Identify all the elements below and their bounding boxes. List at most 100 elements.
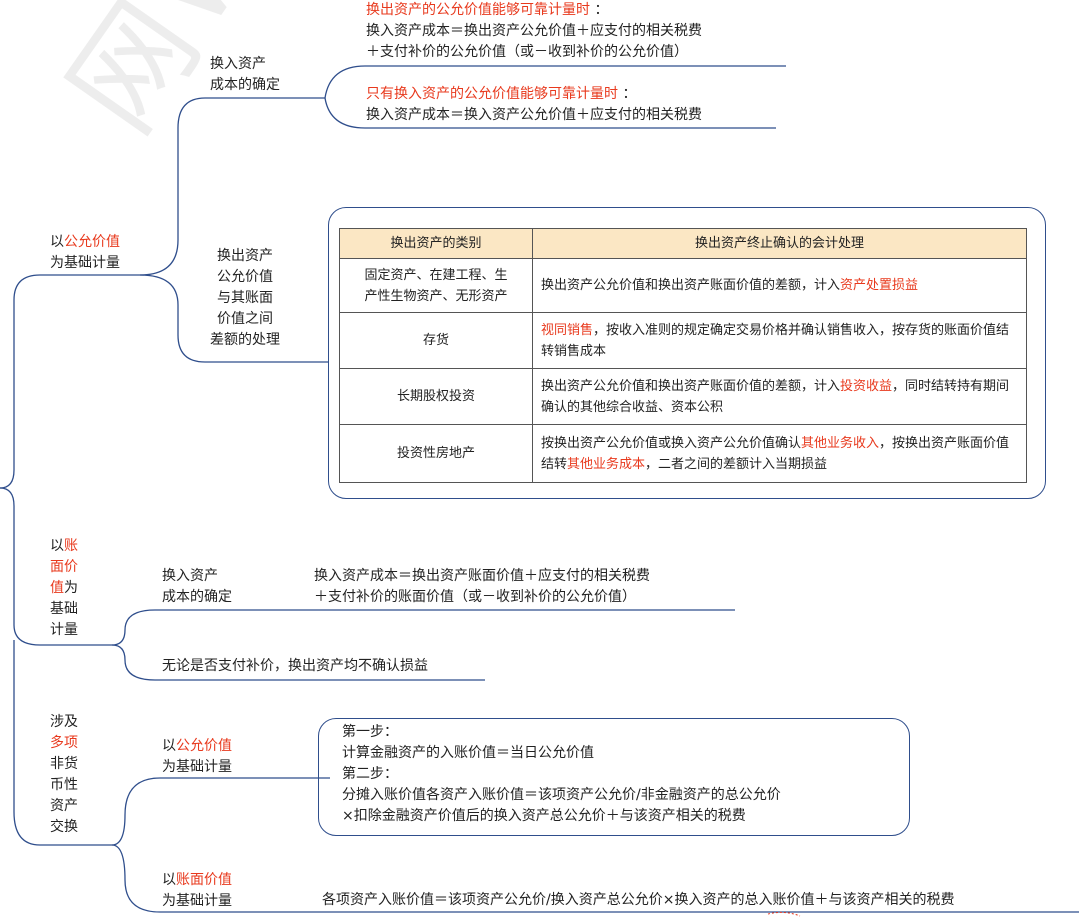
multi-asset-title: 涉及多项非货币性资产交换	[50, 712, 78, 838]
label-line: 换入资产	[210, 56, 266, 72]
steps-text: 第一步：计算金融资产的入账价值＝当日公允价值第二步：分摊入账价值各资产入账价值＝…	[342, 722, 781, 827]
treatment-text: 按换出资产公允价值或换入资产公允价值确认	[541, 435, 802, 451]
category-cell: 固定资产、在建工程、生产性生物资产、无形资产	[339, 258, 533, 313]
table-row: 存货 视同销售，按收入准则的规定确定交易价格并确认销售收入，按存货的账面价值结转销…	[339, 312, 1027, 369]
case1-title: 换出资产的公允价值能够可靠计量时	[366, 2, 590, 18]
case1-block: 换出资产的公允价值能够可靠计量时 ： 换入资产成本＝换出资产公允价值＋应支付的相…	[366, 0, 702, 63]
fv-cost-label: 换入资产 成本的确定	[210, 54, 280, 96]
label-highlight: 公允价值	[176, 738, 232, 754]
difference-table: 换出资产的类别 换出资产终止确认的会计处理 固定资产、在建工程、生产性生物资产、…	[339, 228, 1027, 483]
ma-bv-label: 以账面价值 为基础计量	[162, 870, 232, 912]
treatment-text: ，按收入准则的规定确定交易价格并确认销售收入，按存货的账面价值结转销售成本	[541, 322, 1010, 359]
root-trunk-bottom	[13, 640, 112, 846]
label-line: 成本的确定	[210, 77, 280, 93]
label-prefix: 以	[162, 872, 176, 888]
fv-to-cost	[139, 97, 325, 276]
title-highlight: 账	[64, 538, 78, 554]
table-header-row: 换出资产的类别 换出资产终止确认的会计处理	[339, 228, 1027, 259]
label-line: 为基础计量	[162, 759, 232, 775]
label-line: 成本的确定	[162, 589, 232, 605]
case2-formula: 换入资产成本＝换入资产公允价值＋应支付的相关税费	[366, 107, 702, 123]
case2-block: 只有换入资产的公允价值能够可靠计量时 ： 换入资产成本＝换入资产公允价值＋应支付…	[366, 84, 702, 126]
ma-to-bv	[111, 844, 1079, 913]
category-text: 长期股权投资	[396, 389, 475, 404]
formula-line2: ＋支付补价的账面价值（或－收到补价的公允价值）	[314, 589, 636, 605]
colon: ：	[622, 86, 637, 102]
highlight-term: 视同销售	[541, 322, 594, 338]
bv-no-gain-note: 无论是否支付补价，换出资产均不确认损益	[162, 658, 428, 674]
highlight-term: 其他业务收入	[801, 435, 880, 451]
treatment-cell: 视同销售，按收入准则的规定确定交易价格并确认销售收入，按存货的账面价值结转销售成…	[532, 312, 1027, 369]
title-suffix: 为基础计量	[50, 255, 120, 271]
label-line: 为基础计量	[162, 893, 232, 909]
category-text: 投资性房地产	[396, 446, 475, 461]
label-line: 换入资产	[162, 568, 218, 584]
label-prefix: 以	[162, 738, 176, 754]
treatment-cell: 换出资产公允价值和换出资产账面价值的差额，计入资产处置损益	[532, 258, 1027, 313]
title-text: 以	[50, 538, 64, 554]
title-highlight: 多项	[50, 735, 78, 751]
cost-case1	[324, 65, 786, 99]
label-line: 差额的处理	[210, 332, 280, 348]
table-row: 投资性房地产 按换出资产公允价值或换入资产公允价值确认其他业务收入，按换出资产账面…	[339, 424, 1027, 483]
category-cell: 投资性房地产	[339, 424, 533, 483]
treatment-text: ，同时结转持有期间确认的其他综合收益、资本公积	[541, 378, 1010, 415]
step-line: 第二步：	[342, 766, 398, 782]
bv-to-note	[111, 644, 485, 681]
root-trunk-lower	[0, 487, 112, 646]
label-line: 价值之间	[217, 311, 273, 327]
title-text: 资产	[50, 798, 78, 814]
step-line: ×扣除金融资产价值后的换入资产总公允价＋与该资产相关的税费	[342, 808, 746, 824]
table-row: 固定资产、在建工程、生产性生物资产、无形资产换出资产公允价值和换出资产账面价值的…	[339, 258, 1027, 313]
label-highlight: 账面价值	[176, 872, 232, 888]
title-text: 非货	[50, 756, 78, 772]
category-cell: 存货	[339, 312, 533, 369]
highlight-term: 资产处置损益	[840, 278, 919, 293]
category-text: 固定资产、在建工程、生	[364, 267, 508, 283]
bv-cost-label: 换入资产 成本的确定	[162, 566, 232, 608]
case2-title: 只有换入资产的公允价值能够可靠计量时	[366, 86, 618, 102]
title-highlight: 值	[50, 580, 64, 596]
treatment-cell: 换出资产公允价值和换出资产账面价值的差额，计入投资收益，同时结转持有期间确认的其…	[532, 368, 1027, 425]
highlight-term: 其他业务成本	[567, 456, 646, 472]
title-highlight: 公允价值	[64, 234, 120, 250]
formula-line1: 换入资产成本＝换出资产账面价值＋应支付的相关税费	[314, 568, 650, 584]
difference-table-box	[328, 207, 1046, 499]
category-text: 产性生物资产、无形资产	[364, 288, 508, 304]
step-line: 计算金融资产的入账价值＝当日公允价值	[342, 745, 594, 761]
title-text: 交换	[50, 819, 78, 835]
title-highlight: 面价	[50, 559, 78, 575]
bv-cost-formula: 换入资产成本＝换出资产账面价值＋应支付的相关税费 ＋支付补价的账面价值（或－收到…	[314, 566, 650, 608]
label-line: 与其账面	[217, 290, 273, 306]
cost-case2	[324, 97, 776, 129]
treatment-text: 换出资产公允价值和换出资产账面价值的差额，计入	[541, 278, 841, 293]
highlight-term: 投资收益	[840, 378, 893, 394]
steps-box	[318, 718, 910, 836]
treatment-text: 换出资产公允价值和换出资产账面价值的差额，计入	[541, 378, 841, 394]
fv-diff-label: 换出资产公允价值与其账面价值之间差额的处理	[210, 246, 280, 351]
ma-bv-formula: 各项资产入账价值＝该项资产公允价/换入资产总公允价×换入资产的总入账价值＋与该资…	[322, 892, 955, 908]
ma-fv-label: 以公允价值 为基础计量	[162, 736, 232, 778]
header-treatment: 换出资产终止确认的会计处理	[532, 228, 1027, 259]
title-text: 为	[64, 580, 78, 596]
header-category: 换出资产的类别	[339, 228, 533, 259]
title-prefix: 以	[50, 234, 64, 250]
root-trunk	[0, 274, 140, 489]
ma-to-fv	[111, 777, 330, 846]
label-line: 换出资产	[217, 248, 273, 264]
bv-to-cost	[111, 609, 735, 646]
step-line: 分摊入账价值各资产入账价值＝该项资产公允价/非金融资产的总公允价	[342, 787, 781, 803]
title-text: 计量	[50, 622, 78, 638]
title-text: 涉及	[50, 714, 78, 730]
colon: ：	[594, 2, 609, 18]
category-text: 存货	[422, 333, 449, 348]
dotted-accent	[767, 911, 801, 917]
treatment-cell: 按换出资产公允价值或换入资产公允价值确认其他业务收入，按换出资产账面价值结转其他…	[532, 424, 1027, 483]
title-text: 基础	[50, 601, 78, 617]
fair-value-title: 以公允价值 为基础计量	[50, 232, 120, 274]
title-text: 币性	[50, 777, 78, 793]
case1-formula-line1: 换入资产成本＝换出资产公允价值＋应支付的相关税费	[366, 23, 702, 39]
table-row: 长期股权投资 换出资产公允价值和换出资产账面价值的差额，计入投资收益，同时结转持有…	[339, 368, 1027, 425]
fv-to-diff	[139, 274, 328, 363]
